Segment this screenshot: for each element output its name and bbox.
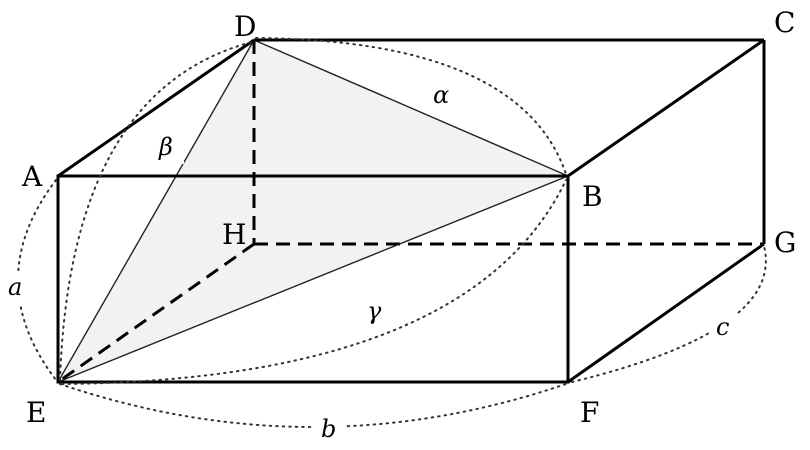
diagonal-be (57, 175, 569, 383)
edge-bc (567, 38, 765, 178)
edge-he (57, 242, 255, 384)
arc-alpha (255, 37, 567, 175)
arc-a (17, 179, 57, 381)
diagonal-db (253, 39, 569, 177)
measure-label-a: a (8, 273, 22, 301)
measure-label-beta: β (158, 133, 173, 161)
edge-ad (57, 38, 255, 178)
edge-fg (567, 242, 765, 384)
arc-b (59, 383, 567, 428)
vertex-label-f: F (580, 396, 599, 429)
vertex-label-d: D (234, 10, 256, 43)
triangle-dbe (58, 40, 568, 382)
front-face-abfe (56, 174, 570, 384)
vertex-label-g: G (774, 226, 796, 259)
vertex-label-c: C (774, 6, 795, 39)
arc-c (571, 245, 767, 383)
measure-label-alpha: α (433, 81, 449, 109)
diagonal-de (57, 39, 255, 383)
measure-label-c: c (716, 313, 729, 341)
vertex-label-b: B (582, 180, 603, 213)
vertex-label-a: A (21, 160, 43, 193)
measure-label-b: b (321, 415, 336, 443)
measure-label-gamma: γ (367, 297, 382, 325)
vertex-label-e: E (26, 396, 46, 429)
vertex-label-h: H (222, 218, 246, 251)
